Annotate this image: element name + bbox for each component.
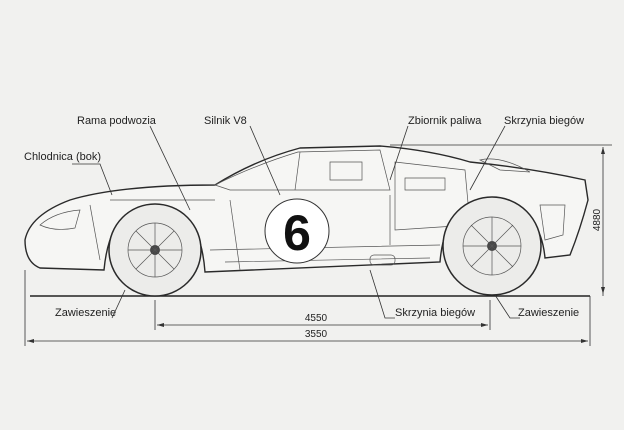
dimension-height: 4880 bbox=[390, 144, 612, 296]
race-number: 6 bbox=[283, 205, 311, 261]
label-gearbox-top: Skrzynia biegów bbox=[504, 115, 584, 127]
label-radiator: Chlodnica (bok) bbox=[24, 151, 101, 163]
race-number-roundel: 6 bbox=[264, 198, 330, 264]
label-gearbox-bottom: Skrzynia biegów bbox=[395, 307, 475, 319]
label-engine: Silnik V8 bbox=[204, 115, 247, 127]
label-chassis-frame: Rama podwozia bbox=[77, 115, 157, 127]
wheelbase-value: 4550 bbox=[305, 313, 328, 324]
leader-lines bbox=[72, 125, 520, 319]
dimension-length: 3550 bbox=[24, 270, 591, 346]
label-suspension-rear: Zawieszenie bbox=[518, 307, 579, 319]
label-fuel-tank: Zbiornik paliwa bbox=[408, 115, 482, 127]
label-suspension-front: Zawieszenie bbox=[55, 307, 116, 319]
height-value: 4880 bbox=[592, 208, 603, 231]
dimension-wheelbase: 4550 bbox=[154, 300, 491, 330]
front-wheel bbox=[108, 203, 202, 297]
length-value: 3550 bbox=[305, 329, 328, 340]
rear-wheel bbox=[442, 196, 542, 296]
